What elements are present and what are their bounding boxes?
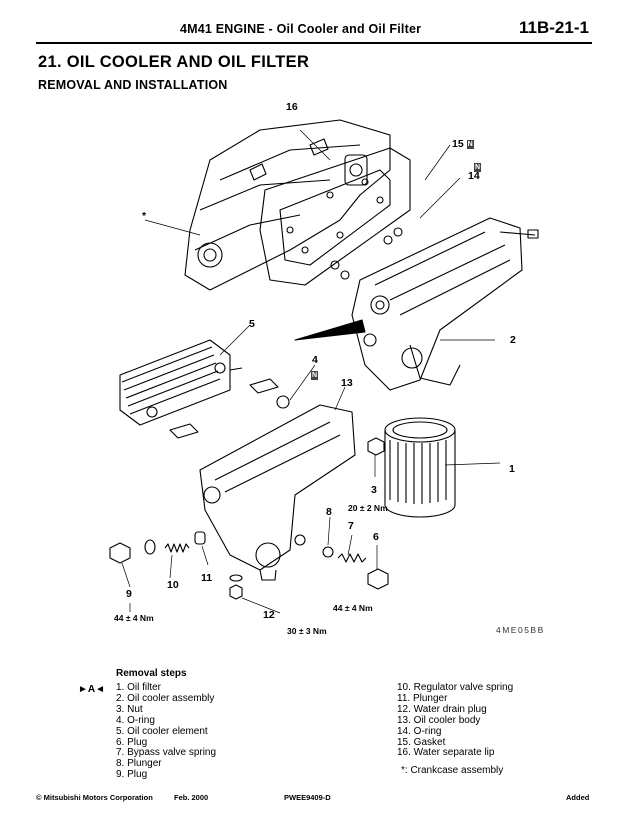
removal-step: 12. Water drain plug — [397, 703, 487, 715]
removal-step: 6. Plug — [116, 736, 148, 748]
removal-step: 7. Bypass valve spring — [116, 747, 217, 759]
callout-5: 5 — [249, 318, 255, 330]
removal-step: 1. Oil filter — [116, 682, 162, 693]
oil-cooler-assembly — [351, 217, 539, 391]
removal-step: 16. Water separate lip — [397, 747, 495, 759]
removal-step: 2. Oil cooler assembly — [116, 692, 215, 704]
torque-nut: 20 ± 2 Nm — [348, 503, 388, 513]
footer-status: Added — [566, 793, 590, 802]
removal-step: 3. Nut — [116, 703, 143, 715]
removal-steps-heading: Removal steps — [116, 668, 187, 679]
figure-id: 4ME05BB — [496, 625, 545, 635]
callout-15: 15 N — [452, 138, 474, 150]
gasket — [259, 147, 411, 286]
n-mark-14: N — [474, 163, 482, 173]
n-mark: N — [466, 139, 474, 149]
crankcase-note: *: Crankcase assembly — [401, 765, 504, 776]
footer-date: Feb. 2000 — [174, 793, 209, 802]
callout-crankcase: * — [142, 210, 147, 222]
footer-code: PWEE9409-D — [284, 793, 331, 802]
torque-drain-plug: 30 ± 3 Nm — [287, 626, 327, 636]
callout-2: 2 — [510, 334, 516, 346]
oil-cooler-element — [119, 339, 243, 426]
removal-step: 5. Oil cooler element — [116, 725, 208, 737]
callout-7: 7 — [348, 520, 354, 532]
callout-11: 11 — [201, 572, 213, 584]
torque-plug-9: 44 ± 4 Nm — [114, 613, 154, 623]
removal-step: 8. Plunger — [116, 758, 162, 770]
callout-4: 4 — [312, 354, 318, 366]
removal-step: 10. Regulator valve spring — [397, 682, 514, 693]
callout-3: 3 — [371, 484, 377, 496]
callout-8: 8 — [326, 506, 332, 518]
footer-copyright: © Mitsubishi Motors Corporation — [36, 793, 153, 802]
callout-6: 6 — [373, 531, 379, 543]
callout-14: 14 — [468, 170, 480, 182]
removal-step: 14. O-ring — [397, 725, 442, 737]
callout-16: 16 — [286, 101, 298, 113]
callout-13: 13 — [341, 377, 353, 389]
removal-step: 13. Oil cooler body — [397, 714, 481, 726]
crankcase-block — [184, 119, 391, 291]
torque-plug-6: 44 ± 4 Nm — [333, 603, 373, 613]
header-title: 4M41 ENGINE - Oil Cooler and Oil Filter — [180, 22, 422, 36]
removal-step: 9. Plug — [116, 769, 148, 781]
oil-cooler-body — [199, 404, 356, 581]
callout-12: 12 — [263, 609, 275, 621]
exploded-diagram — [109, 119, 539, 614]
removal-step: 4. O-ring — [116, 714, 155, 726]
section-title: 21. OIL COOLER AND OIL FILTER — [38, 53, 310, 71]
header-rule — [36, 42, 592, 44]
section-subtitle: REMOVAL AND INSTALLATION — [38, 78, 228, 92]
callout-9: 9 — [126, 588, 132, 600]
n-mark-4: N — [311, 371, 319, 381]
page-number: 11B-21-1 — [519, 18, 589, 37]
callout-10: 10 — [167, 579, 179, 591]
oil-filter — [384, 417, 456, 518]
callout-1: 1 — [509, 463, 515, 475]
service-point-marker: ►A◄ — [78, 684, 106, 695]
removal-step: 15. Gasket — [397, 736, 446, 748]
removal-step: 11. Plunger — [397, 692, 448, 704]
